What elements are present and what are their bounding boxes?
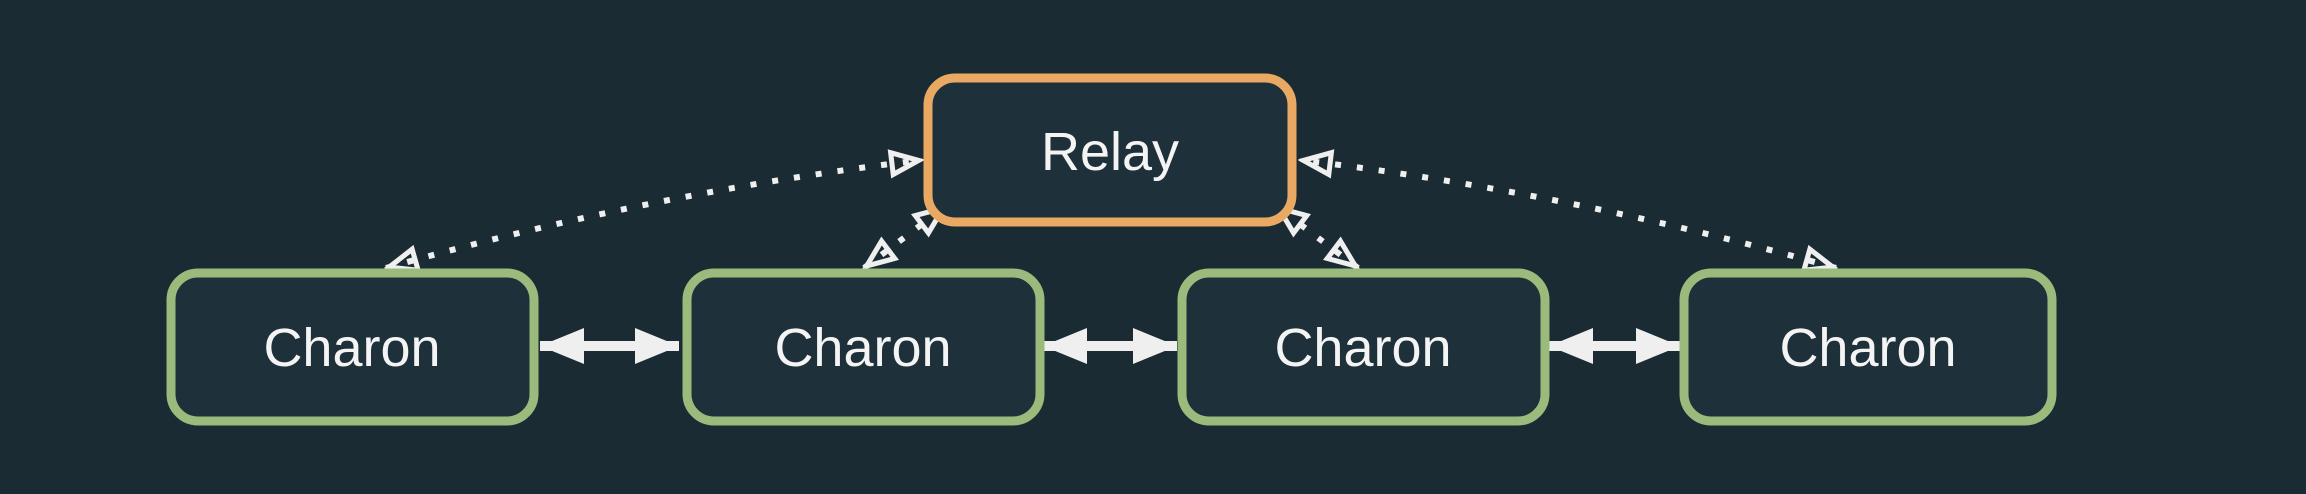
- charon-node-box: [1679, 268, 2057, 426]
- charon-node-1: Charon: [166, 268, 539, 426]
- relay-node: Relay: [923, 73, 1297, 227]
- dotted-edge-charon1-relay: [386, 160, 922, 268]
- dotted-edge-charon4-relay: [1300, 160, 1836, 268]
- charon-node-label: Charon: [774, 318, 951, 378]
- charon-node-box: [1177, 268, 1550, 426]
- charon-node-label: Charon: [1779, 318, 1956, 378]
- charon-node-label: Charon: [1274, 318, 1451, 378]
- charon-node-label: Charon: [263, 318, 440, 378]
- relay-node-box: [923, 73, 1297, 227]
- charon-node-2: Charon: [682, 268, 1045, 426]
- charon-node-4: Charon: [1679, 268, 2057, 426]
- charon-node-box: [682, 268, 1045, 426]
- charon-node-3: Charon: [1177, 268, 1550, 426]
- charon-node-box: [166, 268, 539, 426]
- relay-node-label: Relay: [1041, 122, 1179, 182]
